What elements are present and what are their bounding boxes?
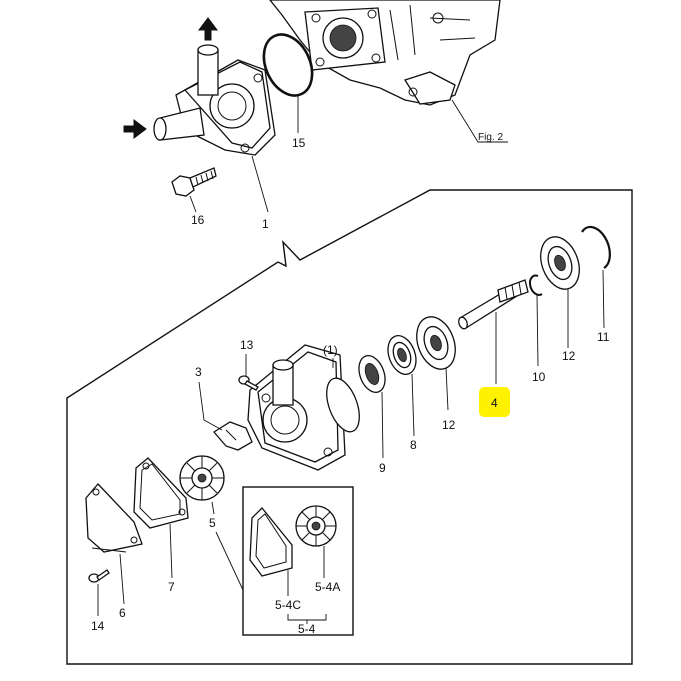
callout-9: 9 — [379, 461, 386, 475]
bearing-part-12-right — [540, 236, 580, 290]
callout-6: 6 — [119, 606, 126, 620]
callout-11: 11 — [597, 330, 610, 344]
screw-part-13 — [238, 375, 259, 391]
leader-11 — [602, 269, 605, 329]
cover-plate-part-6 — [85, 483, 143, 553]
exploded-view-frame — [66, 189, 633, 665]
callout-10: 10 — [532, 370, 546, 384]
callout-13: 13 — [240, 338, 254, 352]
callout-1: 1 — [262, 217, 269, 231]
circlip-part-11 — [581, 225, 611, 269]
gasket-part-7 — [133, 457, 189, 529]
o-ring-part-15 — [262, 33, 314, 97]
impeller-part-5 — [179, 455, 225, 501]
bolt-part-16 — [171, 167, 217, 197]
impeller-kit-box — [242, 486, 354, 636]
flow-arrow-up-icon — [198, 17, 218, 41]
callout-1-sub: (1) — [323, 343, 338, 357]
fig2-leader-line — [451, 99, 508, 143]
figure-reference-label: Fig. 2 — [478, 132, 503, 143]
leader-5 — [211, 501, 215, 515]
kit-impeller-part-5-4a — [295, 505, 337, 547]
callout-7: 7 — [168, 580, 175, 594]
seal-part-8 — [387, 335, 417, 375]
bearing-part-12-left — [416, 316, 456, 370]
callout-5-4: 5-4 — [298, 622, 316, 636]
callout-12-left: 12 — [442, 418, 456, 432]
flow-arrow-right-icon — [123, 119, 147, 139]
shaft-part-4 — [458, 279, 529, 330]
callout-16: 16 — [191, 213, 205, 227]
leader-7 — [169, 523, 173, 579]
leader-5-to-kit — [215, 531, 244, 591]
leader-8 — [411, 373, 415, 437]
screw-part-14 — [88, 569, 110, 583]
callout-15: 15 — [292, 136, 306, 150]
leader-10 — [536, 294, 539, 367]
leader-5-4-bracket — [287, 614, 327, 624]
callout-5-4a: 5-4A — [315, 580, 340, 594]
leader-3 — [198, 381, 223, 431]
callout-12-right: 12 — [562, 349, 576, 363]
callout-5-4c: 5-4C — [275, 598, 301, 612]
callout-8: 8 — [410, 438, 417, 452]
snap-ring-part-10 — [529, 274, 543, 296]
callout-14: 14 — [91, 619, 105, 633]
leader-6 — [119, 553, 125, 605]
cam-part-3 — [213, 421, 253, 451]
callout-3: 3 — [195, 365, 202, 379]
leader-16 — [189, 195, 197, 213]
pump-assembly-top — [153, 44, 276, 156]
callout-4: 4 — [491, 396, 498, 410]
leader-9 — [381, 391, 384, 459]
pump-body-part-1 — [247, 344, 360, 471]
kit-gasket-part-5-4c — [249, 507, 293, 577]
callout-5: 5 — [209, 516, 216, 530]
seal-part-9 — [358, 355, 386, 393]
highlight-part-4 — [479, 387, 510, 417]
leader-12-left — [445, 367, 449, 411]
engine-housing — [269, 0, 501, 106]
leader-1 — [251, 155, 269, 213]
